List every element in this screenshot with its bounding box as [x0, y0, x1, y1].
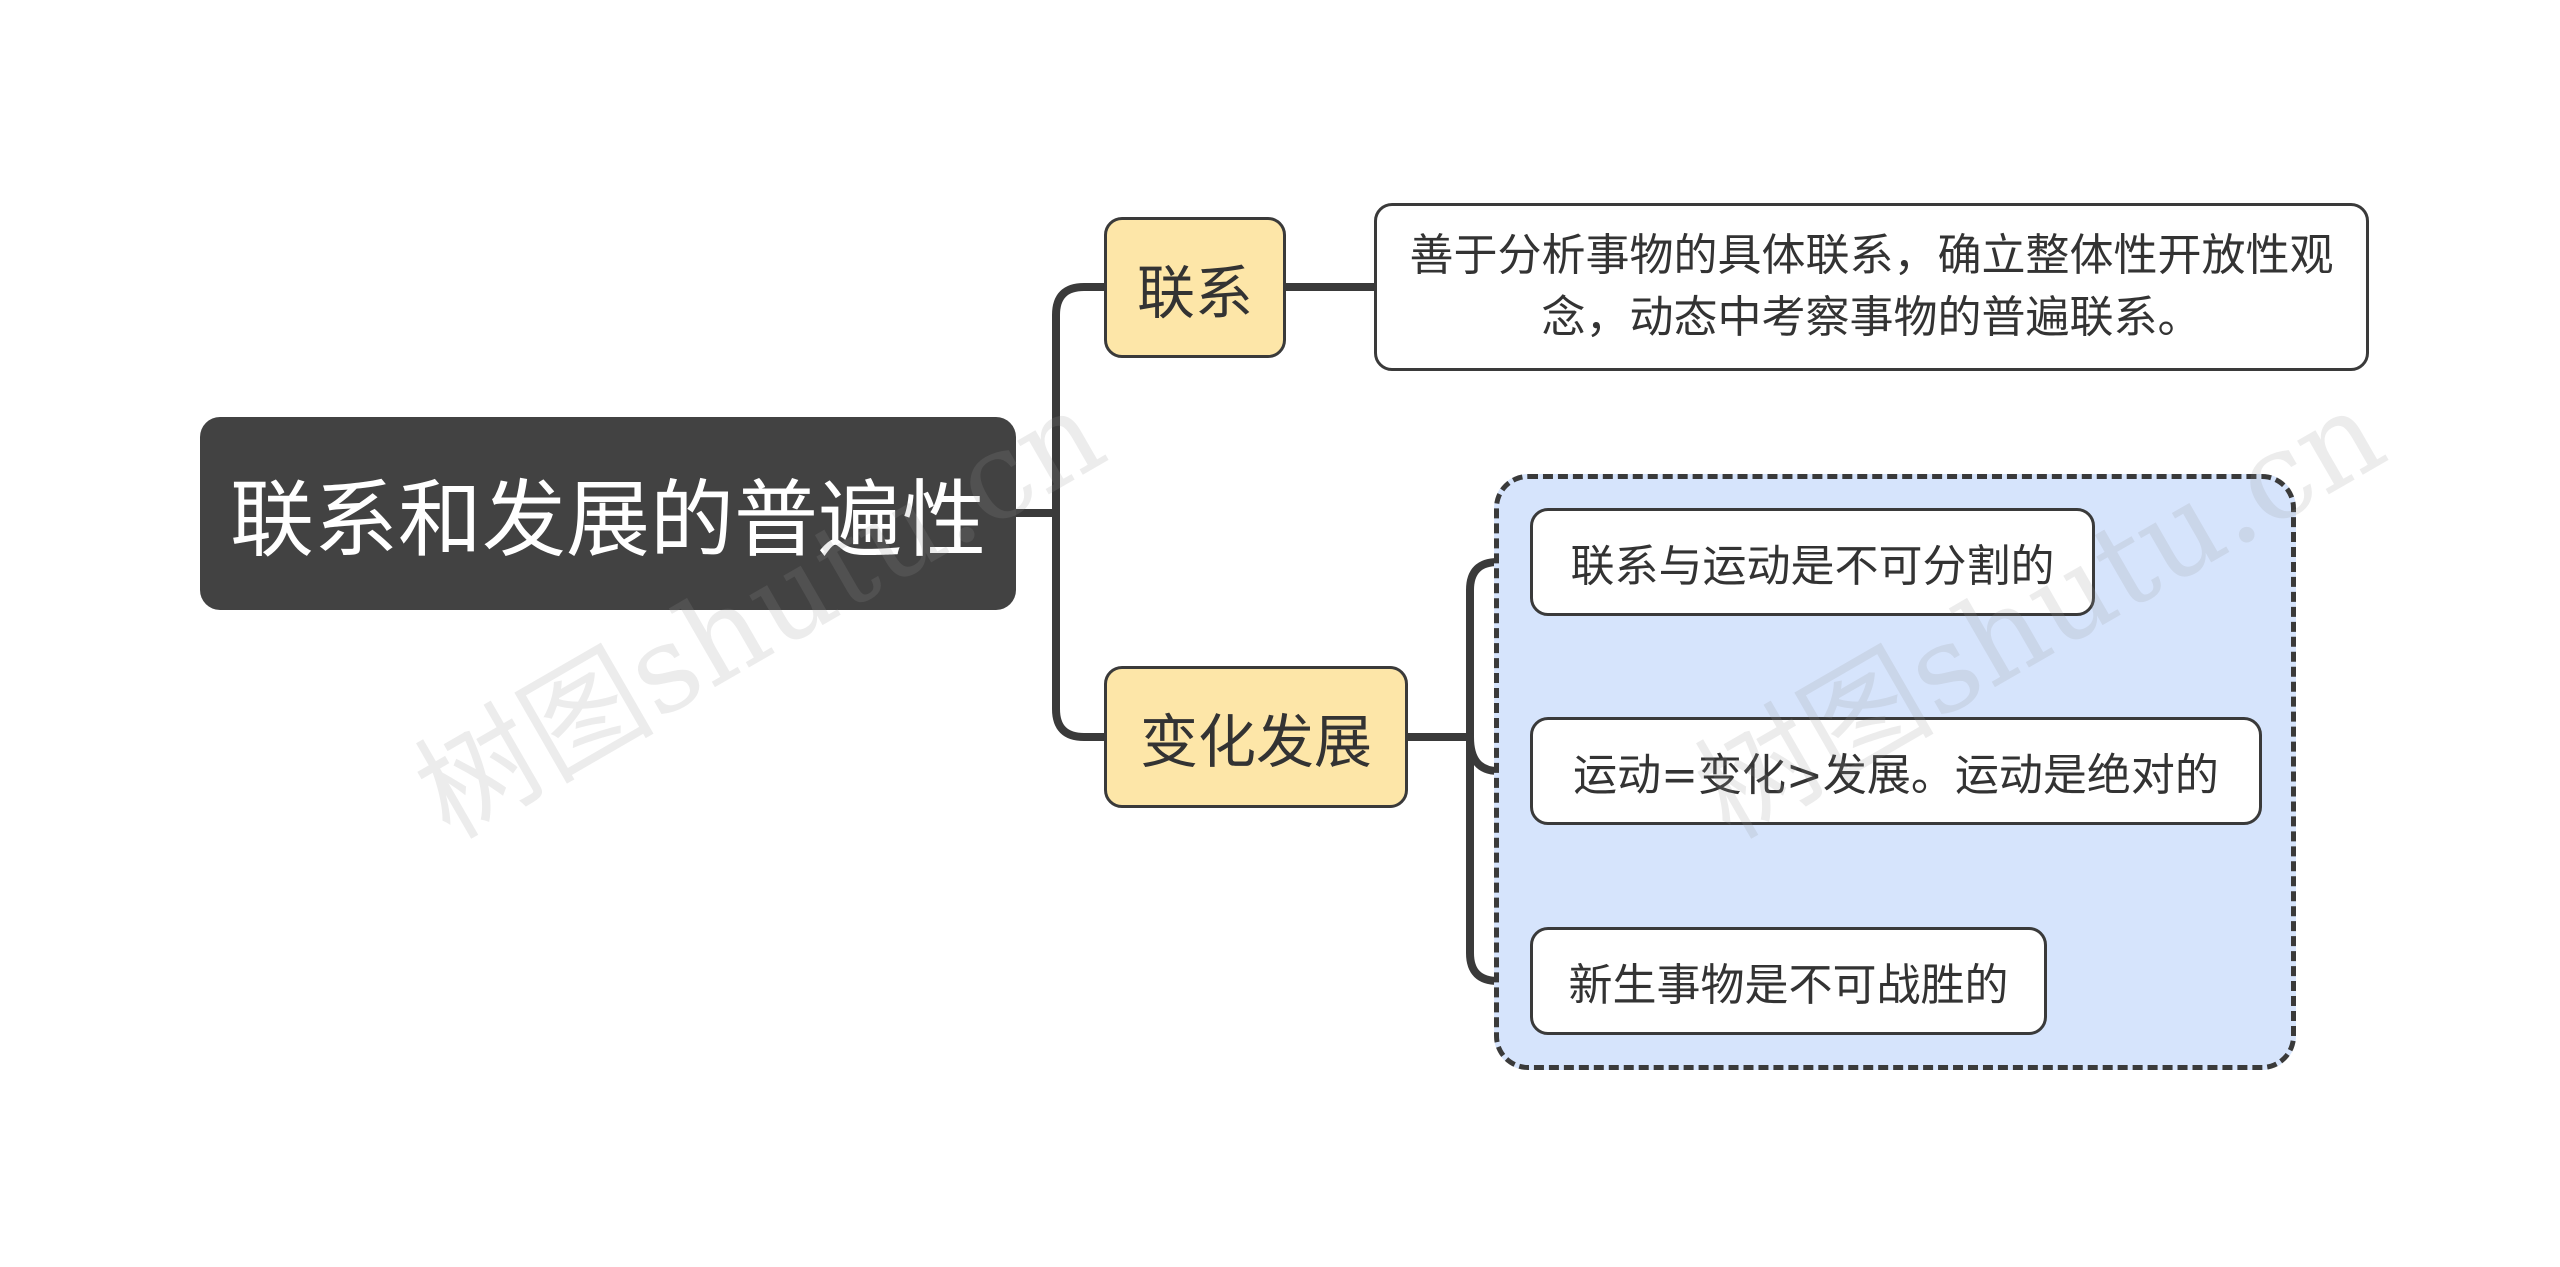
- root-topic[interactable]: 联系和发展的普遍性: [200, 417, 1016, 610]
- subtopic-new-things-invincible[interactable]: 新生事物是不可战胜的: [1530, 927, 2047, 1035]
- connector-root-to-lianxi: [1052, 283, 1108, 517]
- subtopic-motion-inseparable[interactable]: 联系与运动是不可分割的: [1530, 508, 2095, 616]
- connector-root-to-bianhua: [1052, 509, 1108, 741]
- subtopic-motion-absolute[interactable]: 运动=变化>发展。运动是绝对的: [1530, 717, 2262, 825]
- subtopic-lianxi-description[interactable]: 善于分析事物的具体联系，确立整体性开放性观念，动态中考察事物的普遍联系。: [1374, 203, 2369, 371]
- branch-topic-lianxi[interactable]: 联系: [1104, 217, 1286, 358]
- branch-topic-bianhua-fazhan[interactable]: 变化发展: [1104, 666, 1408, 808]
